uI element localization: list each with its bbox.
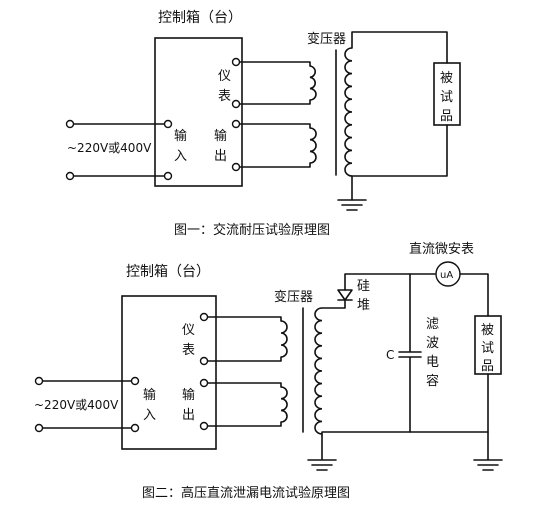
test-object-1-b: 试	[440, 90, 453, 105]
rectifier-label-2-a: 硅	[357, 279, 370, 294]
transformer-label-2: 变压器	[274, 289, 313, 305]
ground-symbol-2a	[307, 435, 337, 471]
control-box-title-1: 控制箱（台）	[158, 10, 242, 26]
secondary-wires-1	[351, 31, 448, 201]
input-terminal-1-bottom	[163, 171, 173, 181]
output-label-2-a: 输	[182, 387, 195, 403]
output-label-2-b: 出	[182, 408, 195, 423]
transformer-wires-1	[239, 61, 311, 168]
control-box-title-2: 控制箱（台）	[126, 264, 210, 280]
input-terminal-1-top	[163, 119, 173, 129]
output-label-1-b: 出	[214, 149, 227, 164]
capacitor-symbol-label: C	[386, 348, 394, 362]
input-label-1-a: 输	[174, 128, 187, 144]
input-terminal-2-top	[130, 376, 140, 386]
filter-cap-label-2-c: 电	[426, 355, 439, 370]
control-box-1	[154, 37, 243, 187]
supply-terminal-1-top	[65, 119, 75, 129]
secondary-coil-1	[344, 47, 353, 177]
meter-label-1-b: 表	[218, 89, 231, 104]
output-terminal-1-top	[231, 119, 241, 129]
meter-terminal-1-bottom	[231, 99, 241, 109]
ground-symbol-2b	[473, 431, 503, 471]
microammeter-label-2: 直流微安表	[409, 242, 474, 257]
test-object-2-b: 试	[481, 341, 494, 356]
supply-wires-2	[39, 380, 133, 429]
transformer-label-1: 变压器	[307, 31, 346, 47]
output-terminal-2-bottom	[199, 421, 209, 431]
input-label-1-b: 入	[174, 149, 187, 164]
test-object-2-c: 品	[481, 359, 494, 374]
diagram-2: 控制箱（台） 仪 表 输 入 输 出 ~220V或400V 变压器 硅 堆 uA…	[34, 242, 503, 501]
filter-cap-label-2-b: 波	[426, 336, 439, 351]
filter-cap-label-2-d: 容	[426, 373, 439, 389]
secondary-coil-2	[314, 307, 323, 435]
test-object-2	[474, 315, 502, 375]
output-wires-2	[321, 273, 489, 437]
filter-capacitor-symbol	[398, 273, 422, 433]
meter-coil-1	[309, 65, 317, 101]
meter-label-2-b: 表	[182, 343, 195, 358]
test-object-1-a: 被	[440, 71, 453, 86]
supply-wires-1	[70, 123, 166, 177]
rectifier-wires-2	[321, 273, 436, 309]
meter-label-2-a: 仪	[182, 323, 195, 338]
caption-2: 图二：高压直流泄漏电流试验原理图	[142, 485, 350, 501]
supply-terminal-2-bottom	[34, 423, 44, 433]
output-terminal-1-bottom	[231, 162, 241, 172]
output-label-1-a: 输	[214, 128, 227, 144]
test-object-1	[433, 62, 461, 126]
caption-1: 图一：交流耐压试验原理图	[174, 222, 330, 238]
control-box-2	[121, 295, 217, 450]
supply-label-1: ~220V或400V	[67, 141, 152, 155]
input-label-2-b: 入	[143, 408, 156, 423]
rectifier-diode-symbol	[337, 289, 353, 301]
filter-cap-label-2-a: 滤	[426, 317, 439, 332]
supply-terminal-1-bottom	[65, 171, 75, 181]
supply-terminal-2-top	[34, 376, 44, 386]
meter-terminal-2-bottom	[199, 356, 209, 366]
primary-coil-1	[309, 127, 317, 164]
microammeter-unit: uA	[440, 270, 453, 281]
test-object-1-c: 品	[440, 109, 453, 124]
meter-coil-2	[280, 320, 288, 358]
ground-symbol-1	[337, 199, 367, 211]
supply-label-2: ~220V或400V	[34, 398, 119, 412]
rectifier-label-2-b: 堆	[357, 298, 370, 313]
input-label-2-a: 输	[143, 387, 156, 403]
transformer-wires-2	[207, 316, 282, 427]
input-terminal-2-bottom	[130, 423, 140, 433]
meter-terminal-2-top	[199, 312, 209, 322]
meter-label-1-a: 仪	[218, 69, 231, 84]
output-terminal-2-top	[199, 378, 209, 388]
diagram-1: 控制箱（台） 仪 表 输 入 输 出 ~220V或400V 变压器	[65, 10, 461, 238]
primary-coil-2	[280, 386, 288, 423]
test-object-2-a: 被	[481, 323, 494, 338]
meter-terminal-1-top	[231, 57, 241, 67]
